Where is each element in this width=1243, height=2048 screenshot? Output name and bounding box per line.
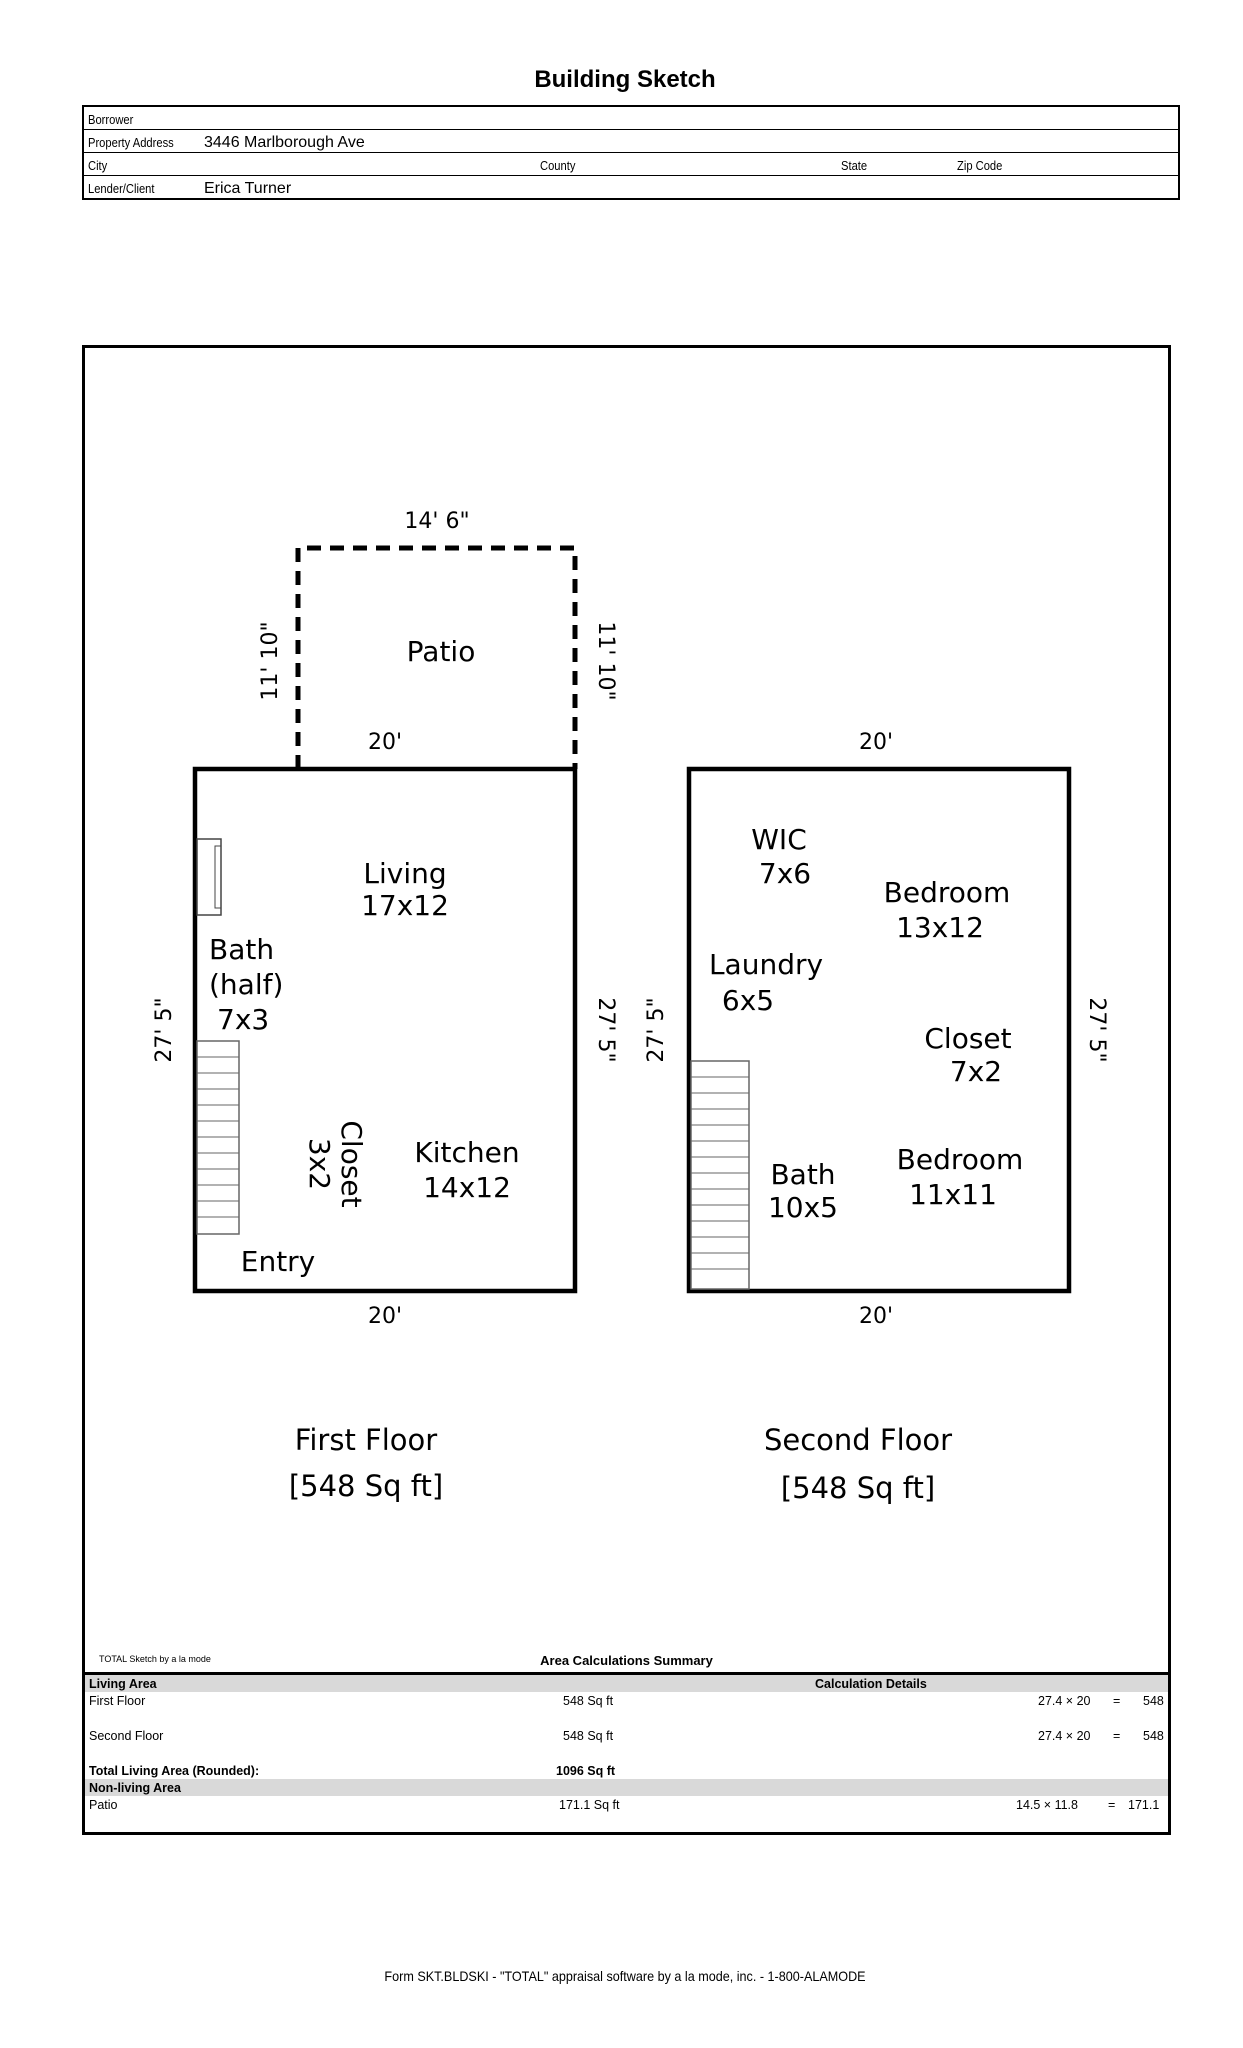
room-bath-half-qualifier: (half) xyxy=(209,968,283,1001)
lender-row: Lender/Client Erica Turner xyxy=(84,176,1178,198)
sketch-credit: TOTAL Sketch by a la mode xyxy=(99,1654,211,1664)
address-label: Property Address xyxy=(88,135,174,150)
second-floor-area: [548 Sq ft] xyxy=(781,1471,935,1505)
lender-value: Erica Turner xyxy=(204,180,292,197)
second-floor-outline xyxy=(686,766,1072,1294)
summary-row-patio: Patio 171.1 Sq ft 14.5 × 11.8 = 171.1 xyxy=(85,1796,1168,1813)
floor-plan-drawing: 14' 6" Patio 11' 10" 11' 10" 20' 20' 27'… xyxy=(152,509,1109,1505)
second-floor-bottom-dimension: 20' xyxy=(859,1304,893,1329)
patio-label: Patio xyxy=(407,635,476,668)
summary-row-label: Second Floor xyxy=(89,1729,164,1743)
summary-row-result: 171.1 xyxy=(1128,1798,1160,1812)
patio-top-dimension: 14' 6" xyxy=(404,509,469,534)
address-value: 3446 Marlborough Ave xyxy=(204,134,365,151)
summary-row-eq: = xyxy=(1108,1798,1116,1812)
second-floor-title: Second Floor xyxy=(764,1423,952,1457)
room-bath-size: 10x5 xyxy=(768,1191,838,1224)
total-living-area-label: Total Living Area (Rounded): xyxy=(89,1764,260,1778)
sketch-area: 14' 6" Patio 11' 10" 11' 10" 20' 20' 27'… xyxy=(82,345,1171,1835)
total-living-area-value: 1096 Sq ft xyxy=(556,1764,616,1778)
page-title: Building Sketch xyxy=(534,66,716,93)
room-closet-first-name: Closet xyxy=(335,1120,368,1207)
borrower-label: Borrower xyxy=(88,112,134,127)
second-floor-stairs xyxy=(690,1060,750,1290)
first-floor-stairs xyxy=(196,1040,240,1235)
room-living-size: 17x12 xyxy=(361,889,449,922)
second-floor-right-dimension: 27' 5" xyxy=(1084,997,1109,1062)
summary-row-first-floor: First Floor 548 Sq ft 27.4 × 20 = 548 xyxy=(85,1692,1168,1709)
living-area-header-row: Living Area Calculation Details xyxy=(85,1675,1168,1692)
zip-label: Zip Code xyxy=(957,158,1003,173)
room-bedroom-2-name: Bedroom xyxy=(897,1143,1024,1176)
fireplace xyxy=(196,838,222,916)
summary-row-eq: = xyxy=(1113,1694,1121,1708)
address-row: Property Address 3446 Marlborough Ave xyxy=(84,130,1178,153)
room-kitchen-size: 14x12 xyxy=(423,1171,511,1204)
room-laundry-size: 6x5 xyxy=(722,984,774,1017)
patio-outline xyxy=(295,545,578,769)
room-wic-size: 7x6 xyxy=(759,857,811,890)
total-living-area-row: Total Living Area (Rounded): 1096 Sq ft xyxy=(85,1762,1168,1779)
summary-row-area: 548 Sq ft xyxy=(563,1694,614,1708)
fireplace-inner xyxy=(214,845,222,909)
summary-spacer xyxy=(85,1709,1168,1727)
room-bath-half-name: Bath xyxy=(209,933,274,966)
living-area-header: Living Area xyxy=(89,1677,157,1691)
room-bedroom-2-size: 11x11 xyxy=(909,1178,997,1211)
first-floor-top-dimension: 20' xyxy=(368,730,402,755)
first-floor-left-dimension: 27' 5" xyxy=(152,997,177,1062)
second-floor-top-dimension: 20' xyxy=(859,730,893,755)
calculation-details-header: Calculation Details xyxy=(815,1677,927,1691)
first-floor-title: First Floor xyxy=(295,1423,437,1457)
first-floor-bottom-dimension: 20' xyxy=(368,1304,402,1329)
summary-row-calc: 27.4 × 20 xyxy=(1038,1729,1091,1743)
summary-row-area: 548 Sq ft xyxy=(563,1729,614,1743)
summary-title: Area Calculations Summary xyxy=(540,1653,713,1668)
city-row: City County State Zip Code xyxy=(84,153,1178,176)
summary-row-result: 548 xyxy=(1143,1694,1164,1708)
summary-row-label: First Floor xyxy=(89,1694,146,1708)
second-floor-left-dimension: 27' 5" xyxy=(644,997,669,1062)
summary-row-result: 548 xyxy=(1143,1729,1164,1743)
patio-right-dimension: 11' 10" xyxy=(593,621,618,700)
room-bedroom-1-size: 13x12 xyxy=(896,911,984,944)
summary-row-calc: 27.4 × 20 xyxy=(1038,1694,1091,1708)
first-floor-outline xyxy=(192,766,578,1294)
state-label: State xyxy=(841,158,868,173)
summary-spacer xyxy=(85,1744,1168,1762)
non-living-area-header-row: Non-living Area xyxy=(85,1779,1168,1796)
non-living-area-header: Non-living Area xyxy=(89,1781,181,1795)
room-closet-second-size: 7x2 xyxy=(950,1055,1002,1088)
form-footer: Form SKT.BLDSKI - "TOTAL" appraisal soft… xyxy=(384,1968,866,1984)
summary-row-second-floor: Second Floor 548 Sq ft 27.4 × 20 = 548 xyxy=(85,1727,1168,1744)
first-floor-area: [548 Sq ft] xyxy=(289,1469,443,1503)
lender-label: Lender/Client xyxy=(88,181,155,196)
county-label: County xyxy=(540,158,576,173)
room-living-name: Living xyxy=(363,857,446,890)
borrower-row: Borrower xyxy=(84,107,1178,130)
room-laundry-name: Laundry xyxy=(709,948,823,981)
summary-row-label: Patio xyxy=(89,1798,118,1812)
room-closet-second-name: Closet xyxy=(924,1022,1011,1055)
summary-row-eq: = xyxy=(1113,1729,1121,1743)
room-bath-half-size: 7x3 xyxy=(217,1003,269,1036)
room-closet-first-size: 3x2 xyxy=(303,1138,336,1190)
room-entry-name: Entry xyxy=(241,1245,316,1278)
room-bath-name: Bath xyxy=(770,1158,835,1191)
room-kitchen-name: Kitchen xyxy=(414,1136,519,1169)
summary-row-calc: 14.5 × 11.8 xyxy=(1016,1798,1078,1812)
property-info-table: Borrower Property Address 3446 Marlborou… xyxy=(82,105,1180,200)
first-floor-right-dimension: 27' 5" xyxy=(593,997,618,1062)
patio-left-dimension: 11' 10" xyxy=(258,621,283,700)
room-bedroom-1-name: Bedroom xyxy=(884,876,1011,909)
area-calculations-summary: Living Area Calculation Details First Fl… xyxy=(85,1672,1168,1813)
room-wic-name: WIC xyxy=(751,823,807,856)
summary-row-area: 171.1 Sq ft xyxy=(559,1798,620,1812)
city-label: City xyxy=(88,158,108,173)
